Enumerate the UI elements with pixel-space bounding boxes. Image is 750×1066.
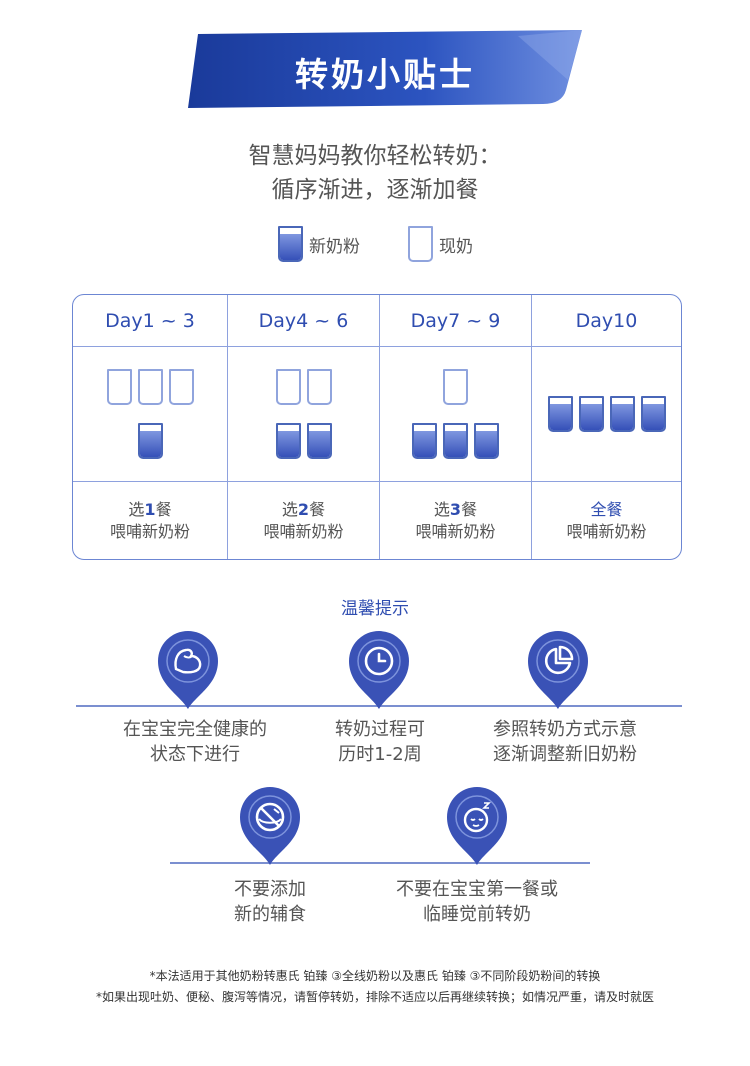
feeding-desc-line: 喂哺新奶粉	[415, 521, 496, 541]
new-milk-glass-icon	[578, 396, 604, 432]
feeding-description: 选1餐 喂哺新奶粉	[73, 482, 228, 559]
new-milk-row	[275, 423, 332, 459]
day-header: Day7 ~ 9	[380, 295, 532, 347]
title-banner: 转奶小贴士	[188, 30, 582, 108]
tip-pin	[237, 784, 303, 868]
tip-pin	[525, 628, 591, 712]
new-milk-glass-icon	[443, 423, 468, 459]
feeding-count-line: 选2餐	[281, 499, 326, 519]
feeding-desc-line: 喂哺新奶粉	[566, 521, 647, 541]
tips-title: 温馨提示	[341, 599, 409, 619]
new-milk-row	[412, 423, 499, 459]
current-milk-row	[443, 369, 468, 405]
legend: 新奶粉 现奶	[0, 226, 750, 266]
day-header: Day1 ~ 3	[73, 295, 228, 347]
legend-new-milk: 新奶粉	[278, 226, 360, 262]
feeding-desc-line: 喂哺新奶粉	[263, 521, 344, 541]
pie-chart-icon	[528, 631, 588, 709]
current-milk-row	[106, 369, 194, 405]
new-milk-glass-icon	[640, 396, 666, 432]
tip-pin	[346, 628, 412, 712]
glasses-cell	[380, 347, 532, 482]
tip-text: 转奶过程可历时1-2周	[335, 719, 425, 765]
intro-line-2: 循序渐进，逐渐加餐	[271, 177, 479, 203]
divider-line	[170, 862, 590, 864]
new-milk-glass-icon	[474, 423, 499, 459]
note-line-1: *本法适用于其他奶粉转惠氏 铂臻 ③全线奶粉以及惠氏 铂臻 ③不同阶段奶粉间的转…	[149, 969, 601, 983]
glasses-cell	[73, 347, 228, 482]
current-milk-glass-icon	[306, 369, 332, 405]
empty-glass-icon	[408, 226, 433, 262]
no-spoon-icon	[240, 787, 300, 865]
glasses-cell	[228, 347, 380, 482]
full-glass-icon	[278, 226, 303, 262]
feeding-count-line: 全餐	[590, 499, 623, 519]
current-milk-glass-icon	[137, 369, 163, 405]
new-milk-glass-icon	[609, 396, 635, 432]
banner-shape	[188, 30, 582, 108]
day-header: Day4 ~ 6	[228, 295, 380, 347]
sleeping-baby-icon	[447, 787, 507, 865]
tip-text: 不要添加新的辅食	[234, 879, 306, 925]
feeding-description: 选3餐 喂哺新奶粉	[380, 482, 532, 559]
tip-text: 在宝宝完全健康的状态下进行	[123, 719, 267, 765]
current-milk-glass-icon	[443, 369, 468, 405]
tip-text: 不要在宝宝第一餐或临睡觉前转奶	[396, 879, 558, 925]
day-header: Day10	[532, 295, 681, 347]
new-milk-row	[137, 423, 163, 459]
note-line-2: *如果出现吐奶、便秘、腹泻等情况，请暂停转奶，排除不适应以后再继续转换；如情况严…	[95, 990, 654, 1004]
glasses-cell	[532, 347, 681, 482]
new-milk-glass-icon	[412, 423, 437, 459]
legend-new-label: 新奶粉	[309, 236, 360, 257]
feeding-count-line: 选3餐	[433, 499, 478, 519]
feeding-count-line: 选1餐	[128, 499, 172, 519]
clock-icon	[349, 631, 409, 709]
tip-pin	[155, 628, 221, 712]
new-milk-glass-icon	[547, 396, 573, 432]
current-milk-glass-icon	[168, 369, 194, 405]
new-milk-row	[547, 396, 666, 432]
arm-strength-icon	[158, 631, 218, 709]
feeding-description: 全餐 喂哺新奶粉	[532, 482, 681, 559]
banner-title: 转奶小贴士	[295, 55, 475, 94]
feeding-description: 选2餐 喂哺新奶粉	[228, 482, 380, 559]
tip-text: 参照转奶方式示意逐渐调整新旧奶粉	[493, 719, 637, 765]
current-milk-glass-icon	[106, 369, 132, 405]
tip-pin	[444, 784, 510, 868]
new-milk-glass-icon	[275, 423, 301, 459]
legend-current-milk: 现奶	[408, 226, 473, 262]
new-milk-glass-icon	[137, 423, 163, 459]
legend-current-label: 现奶	[439, 236, 473, 257]
current-milk-glass-icon	[275, 369, 301, 405]
new-milk-glass-icon	[306, 423, 332, 459]
feeding-desc-line: 喂哺新奶粉	[109, 521, 190, 541]
current-milk-row	[275, 369, 332, 405]
intro-line-1: 智慧妈妈教你轻松转奶：	[248, 143, 502, 169]
schedule-table: Day1 ~ 3 Day4 ~ 6 Day7 ~ 9 Day10 选1餐 喂哺新…	[72, 294, 682, 560]
